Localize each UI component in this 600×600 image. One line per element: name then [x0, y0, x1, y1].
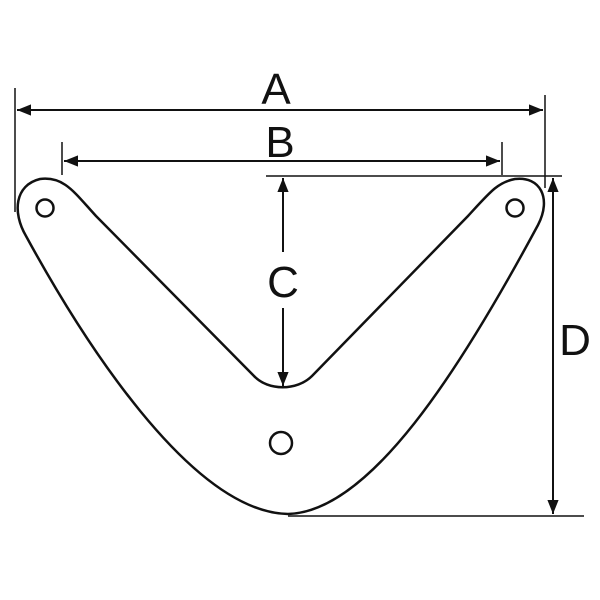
dimension-label-c: C: [267, 258, 299, 307]
dimension-label-d: D: [559, 316, 591, 365]
dimension-label-a: A: [261, 65, 291, 114]
left-mounting-hole: [35, 198, 55, 218]
right-mounting-hole: [505, 198, 525, 218]
v-bracket-outline: [16, 177, 546, 516]
label-c-gap: [265, 252, 301, 308]
center-mounting-hole: [268, 430, 294, 456]
dimension-label-b: B: [265, 118, 294, 167]
